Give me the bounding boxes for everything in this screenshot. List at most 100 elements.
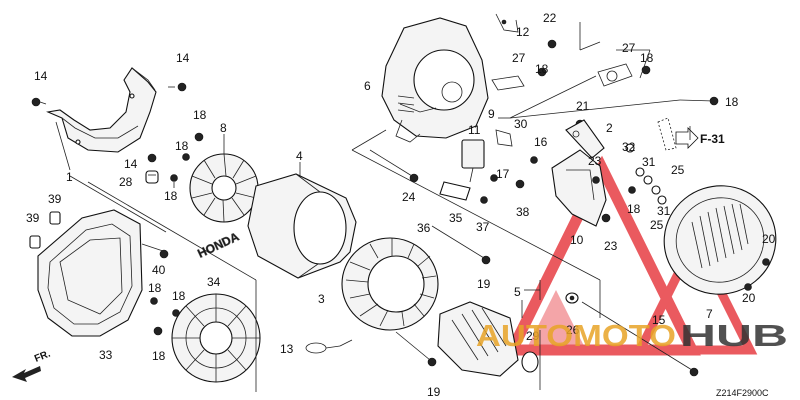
callout-15: 15 — [652, 313, 666, 327]
bolt-18c-icon — [170, 174, 178, 188]
callout-35: 35 — [449, 211, 463, 225]
bolt-20b-icon — [744, 283, 752, 291]
diagram-code: Z214F2900C — [716, 388, 769, 398]
spacer-39b-icon — [29, 235, 41, 249]
leader-lines — [55, 22, 715, 392]
watermark-part2: OMOTO — [546, 318, 676, 353]
callout-18g: 18 — [535, 62, 549, 76]
part-6-end-cover — [381, 17, 489, 143]
part-37-icon — [480, 196, 488, 204]
bolt-18h-icon — [641, 65, 651, 75]
watermark-logo — [503, 155, 758, 356]
callout-25b: 25 — [650, 218, 664, 232]
part-2-bracket — [565, 119, 605, 159]
callout-28: 28 — [119, 175, 133, 189]
callout-38: 38 — [516, 205, 530, 219]
part-8-flywheel-fan — [189, 153, 259, 223]
callout-18h: 18 — [640, 51, 654, 65]
callout-27b: 27 — [622, 41, 636, 55]
bolt-14c-icon — [147, 153, 157, 163]
callout-8: 8 — [220, 121, 227, 135]
callout-39a: 39 — [48, 192, 62, 206]
callout-10: 10 — [570, 233, 584, 247]
callout-20a: 20 — [762, 232, 776, 246]
callout-33: 33 — [99, 348, 113, 362]
part-11-condenser — [461, 139, 485, 183]
callout-7: 7 — [706, 307, 713, 321]
part-33-fan-housing — [37, 209, 143, 337]
callout-17: 17 — [496, 167, 510, 181]
callout-18e: 18 — [172, 289, 186, 303]
callout-31b: 31 — [657, 204, 671, 218]
callout-23a: 23 — [588, 154, 602, 168]
part-10-side-cover — [551, 149, 607, 227]
washer-26-icon — [565, 292, 579, 304]
callout-30: 30 — [514, 117, 528, 131]
callout-4: 4 — [296, 149, 303, 163]
bolt-14a-icon — [31, 97, 47, 107]
part-7-end-cover-grille — [663, 185, 777, 295]
callout-18i: 18 — [725, 95, 739, 109]
bolt-14b-icon — [168, 82, 187, 92]
honda-stamp-text: HONDA — [195, 229, 241, 260]
callout-1: 1 — [66, 170, 73, 184]
clamp-27b-icon — [597, 63, 633, 87]
bolt-40-icon — [141, 243, 169, 259]
callout-20b: 20 — [742, 291, 756, 305]
callout-39b: 39 — [26, 211, 40, 225]
callout-21: 21 — [576, 99, 590, 113]
callout-3: 3 — [318, 292, 325, 306]
callout-34: 34 — [207, 275, 221, 289]
callout-31a: 31 — [642, 155, 656, 169]
part-31-icon — [635, 167, 661, 195]
callout-6: 6 — [364, 79, 371, 93]
callout-22: 22 — [543, 11, 557, 25]
part-25-icon — [657, 195, 667, 205]
callout-18c: 18 — [164, 189, 178, 203]
long-bolt-36-icon — [431, 225, 491, 265]
callout-27a: 27 — [512, 51, 526, 65]
callout-14c: 14 — [124, 157, 138, 171]
part-35-icon — [439, 181, 471, 201]
bolt-18a-icon — [194, 132, 204, 142]
callout-29: 29 — [526, 329, 540, 343]
callout-40: 40 — [152, 263, 166, 277]
clamp-27a-icon — [491, 75, 525, 91]
long-bolt-24-icon — [369, 149, 419, 183]
callout-26: 26 — [566, 323, 580, 337]
bolt-18f-icon — [153, 326, 163, 336]
part-38-icon — [515, 179, 525, 189]
callout-36: 36 — [417, 221, 431, 235]
bolt-18d-icon — [150, 297, 158, 305]
watermark-right-triangle — [632, 229, 758, 355]
callout-2: 2 — [606, 121, 613, 135]
long-bolt-19-icon — [395, 331, 437, 367]
watermark-small-triangle — [526, 290, 586, 350]
callout-11: 11 — [468, 123, 481, 137]
front-label: FR. — [33, 348, 52, 364]
bolt-18j-icon — [628, 186, 636, 194]
callout-32: 32 — [622, 140, 636, 154]
part-34-cooling-fan — [171, 293, 261, 383]
callout-25a: 25 — [671, 163, 685, 177]
callout-18j: 18 — [627, 202, 641, 216]
bolt-18e-icon — [172, 309, 180, 317]
callout-5: 5 — [514, 285, 521, 299]
bolt-18g-icon — [537, 67, 547, 77]
callout-19a: 19 — [477, 277, 491, 291]
callout-18f: 18 — [152, 349, 166, 363]
callout-18d: 18 — [148, 281, 162, 295]
bolt-22-icon — [547, 39, 557, 49]
callout-23b: 23 — [604, 239, 618, 253]
grommet-28-icon — [145, 170, 159, 184]
callout-24: 24 — [402, 190, 416, 204]
part-30-icon — [495, 129, 513, 147]
bolt-23b-icon — [601, 213, 611, 223]
watermark-part1: AUT — [476, 318, 547, 353]
spacer-39a-icon — [49, 211, 61, 225]
callout-13: 13 — [280, 342, 294, 356]
